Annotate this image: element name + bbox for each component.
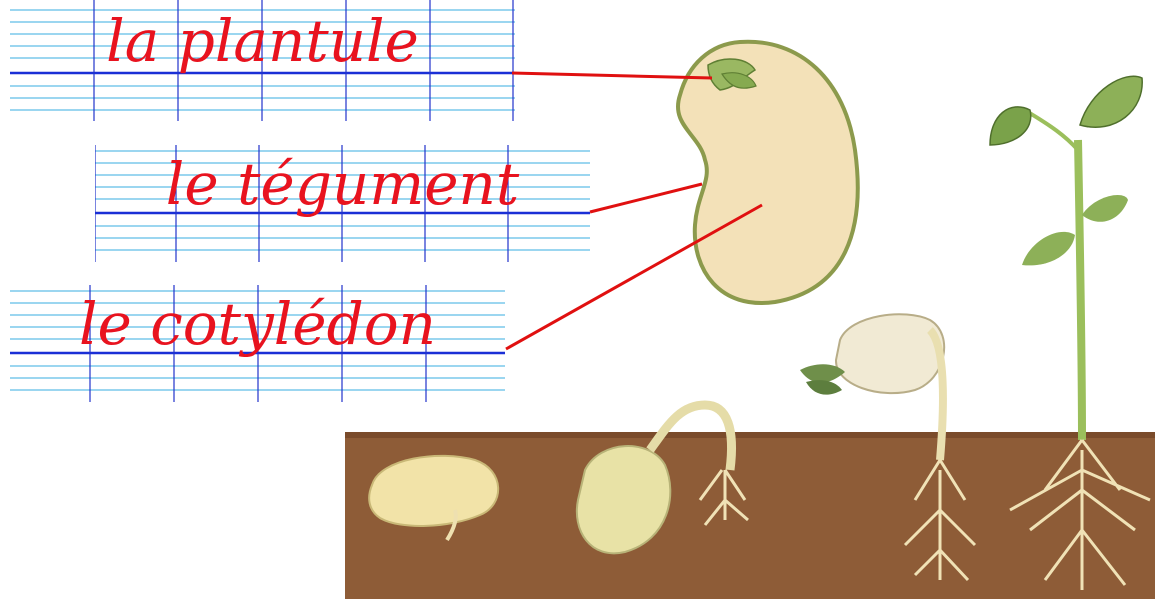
pointer-line-plantule bbox=[512, 73, 712, 78]
pointer-line-tegument bbox=[590, 184, 702, 212]
pointer-line-cotyledon bbox=[506, 205, 762, 349]
